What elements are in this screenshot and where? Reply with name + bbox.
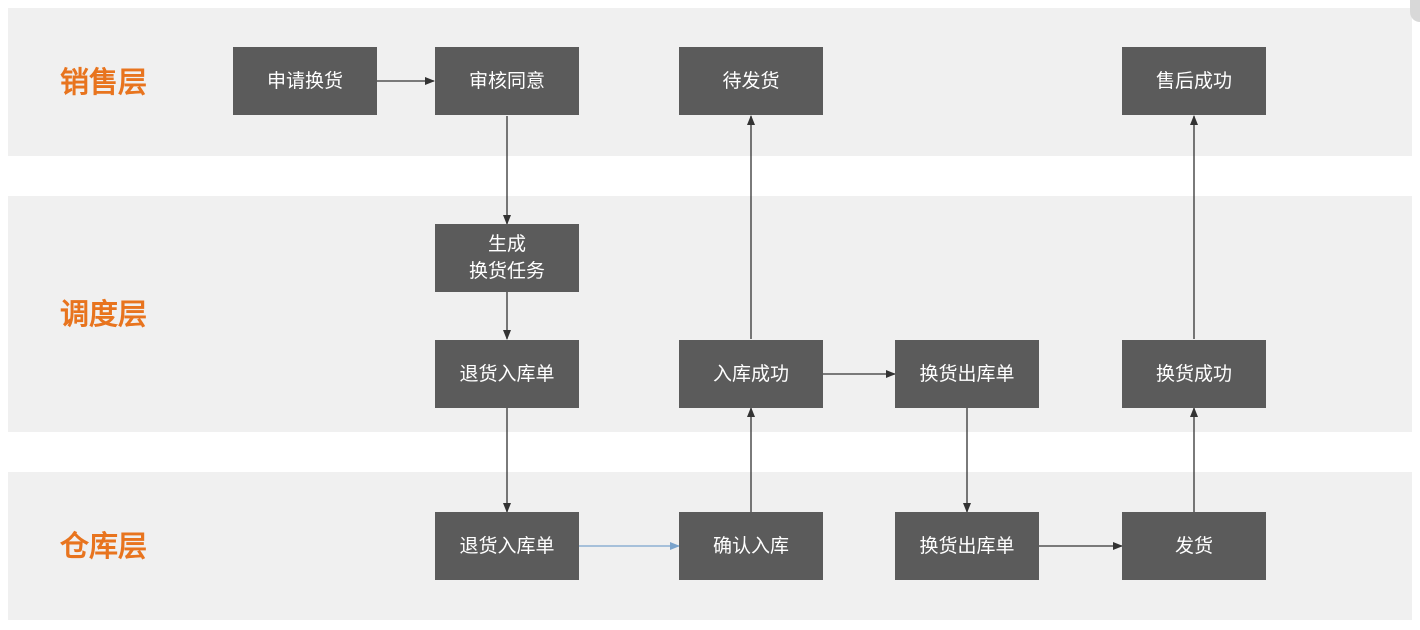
node-ship: 发货 [1122,512,1266,580]
node-exchange-success: 换货成功 [1122,340,1266,408]
node-pending-ship: 待发货 [679,47,823,115]
node-warehouse-exchange-outbound: 换货出库单 [895,512,1039,580]
node-warehouse-return-inbound: 退货入库单 [435,512,579,580]
node-dispatch-return-inbound: 退货入库单 [435,340,579,408]
window-corner [1410,0,1420,22]
node-review-approve: 审核同意 [435,47,579,115]
node-confirm-inbound: 确认入库 [679,512,823,580]
node-dispatch-exchange-outbound: 换货出库单 [895,340,1039,408]
node-apply-exchange: 申请换货 [233,47,377,115]
node-generate-exchange-task: 生成 换货任务 [435,224,579,292]
node-inbound-success: 入库成功 [679,340,823,408]
sales-layer-label: 销售层 [60,65,148,99]
dispatch-layer-label: 调度层 [60,297,148,331]
warehouse-layer-label: 仓库层 [60,529,148,563]
node-aftersale-success: 售后成功 [1122,47,1266,115]
